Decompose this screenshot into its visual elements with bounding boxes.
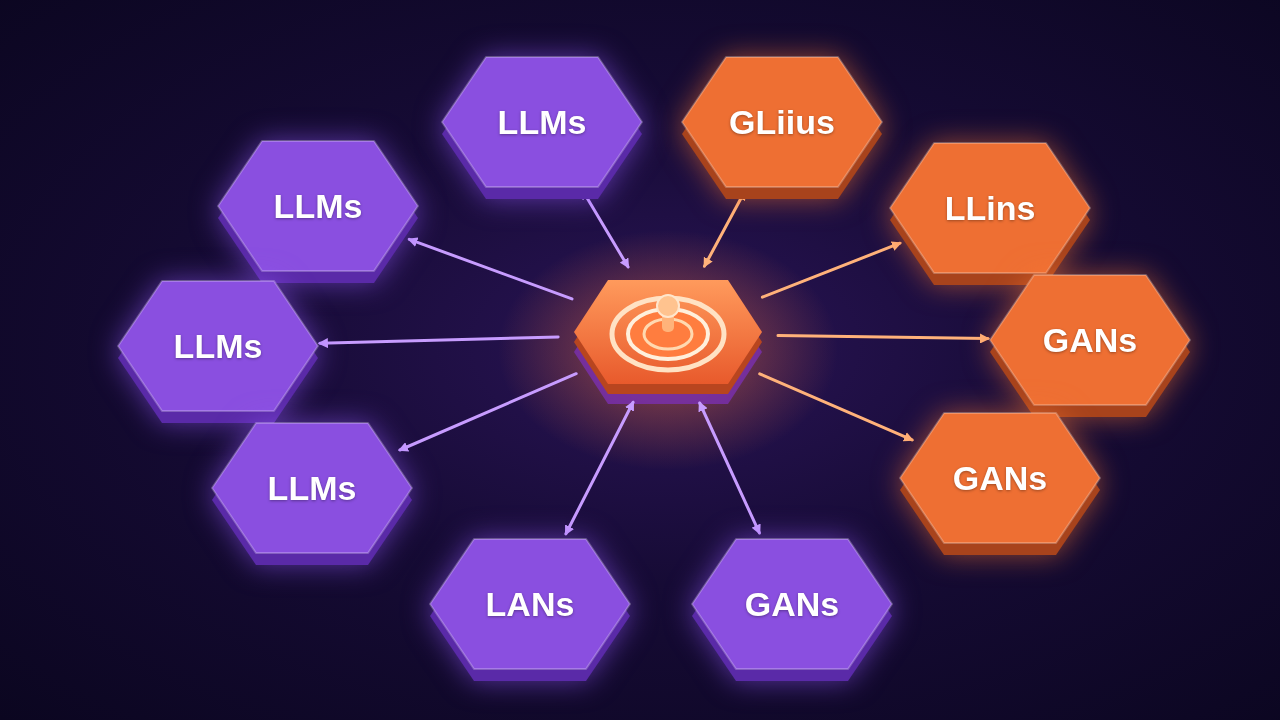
hexagon-face — [682, 57, 882, 187]
arrow-line — [760, 374, 912, 440]
hexagon-face — [118, 281, 318, 411]
arrow-line — [409, 239, 572, 299]
arrow-line — [400, 374, 576, 450]
node-label: LLMs — [274, 187, 363, 226]
hexagon-node: LANs — [430, 539, 630, 669]
hub-top — [574, 280, 762, 384]
hexagon-face — [692, 539, 892, 669]
arrow-line — [583, 191, 628, 267]
hexagon-face — [890, 143, 1090, 273]
node-label: GANs — [953, 459, 1047, 498]
node-label: LLMs — [498, 103, 587, 142]
hexagon-face — [212, 423, 412, 553]
arrow-line — [700, 403, 760, 533]
hexagon-node: LLMs — [118, 281, 318, 411]
node-label: GLiius — [729, 103, 835, 142]
arrow-line — [778, 336, 988, 339]
node-label: LLMs — [268, 469, 357, 508]
hexagon-node: GLiius — [682, 57, 882, 187]
hexagon-node: LLMs — [212, 423, 412, 553]
hexagon-face — [442, 57, 642, 187]
hexagon-node: GANs — [990, 275, 1190, 405]
node-label: GANs — [1043, 321, 1137, 360]
hexagon-face — [990, 275, 1190, 405]
hexagon-face — [218, 141, 418, 271]
hexagon-node: LLins — [890, 143, 1090, 273]
arrow-line — [320, 337, 558, 343]
node-label: LANs — [486, 585, 575, 624]
node-label: GANs — [745, 585, 839, 624]
arrow-line — [705, 192, 745, 266]
hexagon-node: GANs — [692, 539, 892, 669]
hexagon-node: LLMs — [442, 57, 642, 187]
node-label: LLins — [945, 189, 1036, 228]
hexagon-node: LLMs — [218, 141, 418, 271]
arrow-line — [566, 402, 633, 534]
hexagon-node: GANs — [900, 413, 1100, 543]
arrow-line — [762, 243, 900, 297]
hexagon-face — [900, 413, 1100, 543]
hexagon-face — [430, 539, 630, 669]
hub-sphere — [657, 295, 679, 317]
hub-glow — [498, 230, 838, 470]
node-label: LLMs — [174, 327, 263, 366]
